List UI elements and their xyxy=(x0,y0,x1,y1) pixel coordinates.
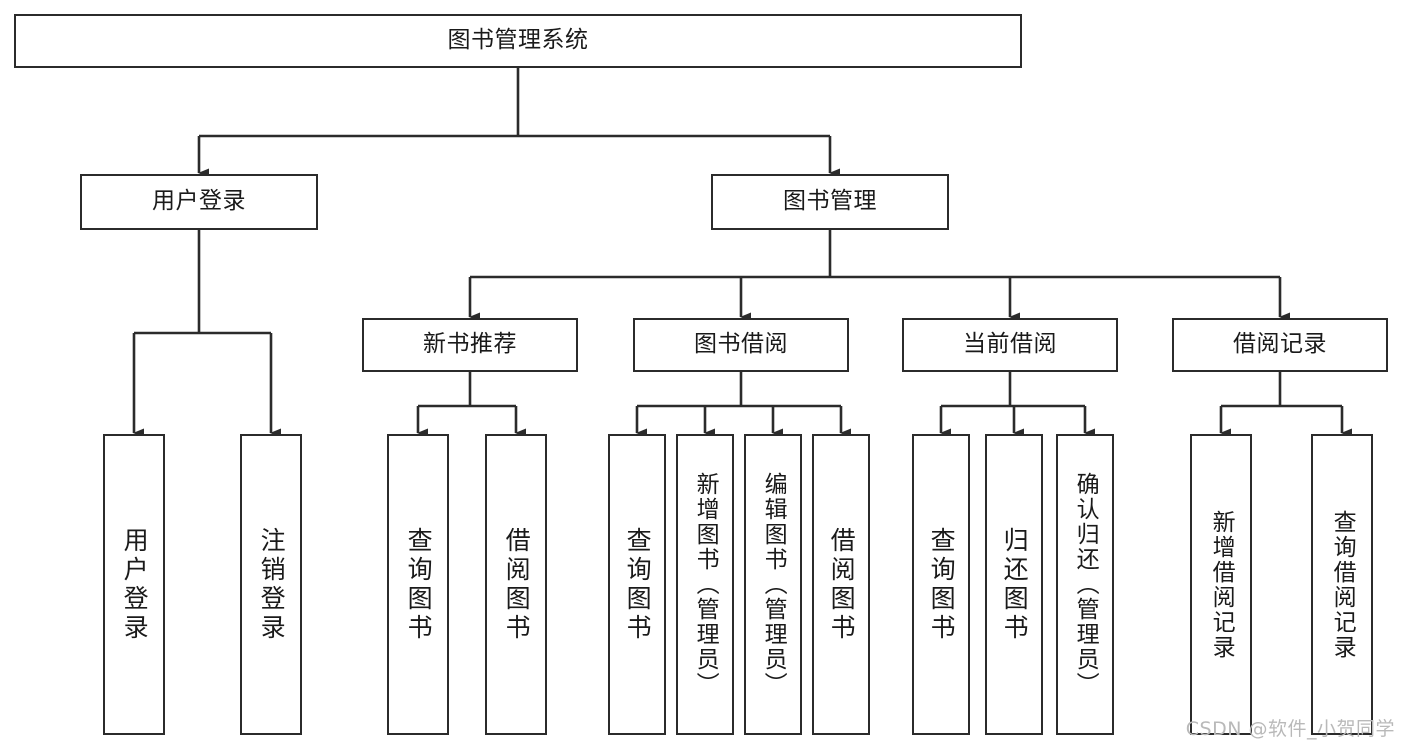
node-leaf-rec-query[interactable]: 查询图书 xyxy=(387,434,449,735)
node-label-root: 图书管理系统 xyxy=(447,27,589,54)
node-leaf-cur-query[interactable]: 查询图书 xyxy=(912,434,970,735)
node-label-leaf-cur-return: 归还图书 xyxy=(1000,526,1030,643)
node-label-leaf-cur-confirm: 确认归还（管理员） xyxy=(1072,472,1099,697)
node-leaf-rec-borrow[interactable]: 借阅图书 xyxy=(485,434,547,735)
node-borrow-record[interactable]: 借阅记录 xyxy=(1172,318,1388,372)
node-leaf-rec-query2[interactable]: 查询借阅记录 xyxy=(1311,434,1373,735)
node-label-leaf-user-login: 用户登录 xyxy=(120,526,150,643)
node-root[interactable]: 图书管理系统 xyxy=(14,14,1022,68)
node-label-leaf-rec-query: 查询图书 xyxy=(404,526,434,643)
node-new-book-rec[interactable]: 新书推荐 xyxy=(362,318,578,372)
connector-edges xyxy=(132,68,1352,438)
node-label-book-borrow: 图书借阅 xyxy=(694,331,788,358)
node-leaf-brw-edit[interactable]: 编辑图书（管理员） xyxy=(744,434,802,735)
node-label-borrow-record: 借阅记录 xyxy=(1233,331,1327,358)
node-leaf-brw-borrow[interactable]: 借阅图书 xyxy=(812,434,870,735)
node-leaf-cur-return[interactable]: 归还图书 xyxy=(985,434,1043,735)
node-leaf-cur-confirm[interactable]: 确认归还（管理员） xyxy=(1056,434,1114,735)
node-label-current-borrow: 当前借阅 xyxy=(963,331,1057,358)
node-book-mgmt[interactable]: 图书管理 xyxy=(711,174,949,230)
node-label-leaf-brw-edit: 编辑图书（管理员） xyxy=(760,472,787,697)
node-leaf-rec-add[interactable]: 新增借阅记录 xyxy=(1190,434,1252,735)
node-label-user-login: 用户登录 xyxy=(152,188,246,215)
node-label-leaf-brw-query: 查询图书 xyxy=(623,526,653,643)
node-leaf-user-logout[interactable]: 注销登录 xyxy=(240,434,302,735)
node-label-leaf-rec-borrow: 借阅图书 xyxy=(502,526,532,643)
node-label-leaf-rec-add: 新增借阅记录 xyxy=(1208,509,1235,660)
node-label-leaf-rec-query2: 查询借阅记录 xyxy=(1329,509,1356,660)
node-leaf-brw-add[interactable]: 新增图书（管理员） xyxy=(676,434,734,735)
node-label-leaf-brw-borrow: 借阅图书 xyxy=(827,526,857,643)
node-book-borrow[interactable]: 图书借阅 xyxy=(633,318,849,372)
node-label-leaf-cur-query: 查询图书 xyxy=(927,526,957,643)
node-leaf-user-login[interactable]: 用户登录 xyxy=(103,434,165,735)
node-label-new-book-rec: 新书推荐 xyxy=(423,331,517,358)
node-leaf-brw-query[interactable]: 查询图书 xyxy=(608,434,666,735)
node-label-leaf-brw-add: 新增图书（管理员） xyxy=(692,472,719,697)
node-label-book-mgmt: 图书管理 xyxy=(783,188,877,215)
node-current-borrow[interactable]: 当前借阅 xyxy=(902,318,1118,372)
node-user-login[interactable]: 用户登录 xyxy=(80,174,318,230)
node-label-leaf-user-logout: 注销登录 xyxy=(257,526,287,643)
watermark-text: CSDN @软件_小贺同学 xyxy=(1185,718,1395,740)
